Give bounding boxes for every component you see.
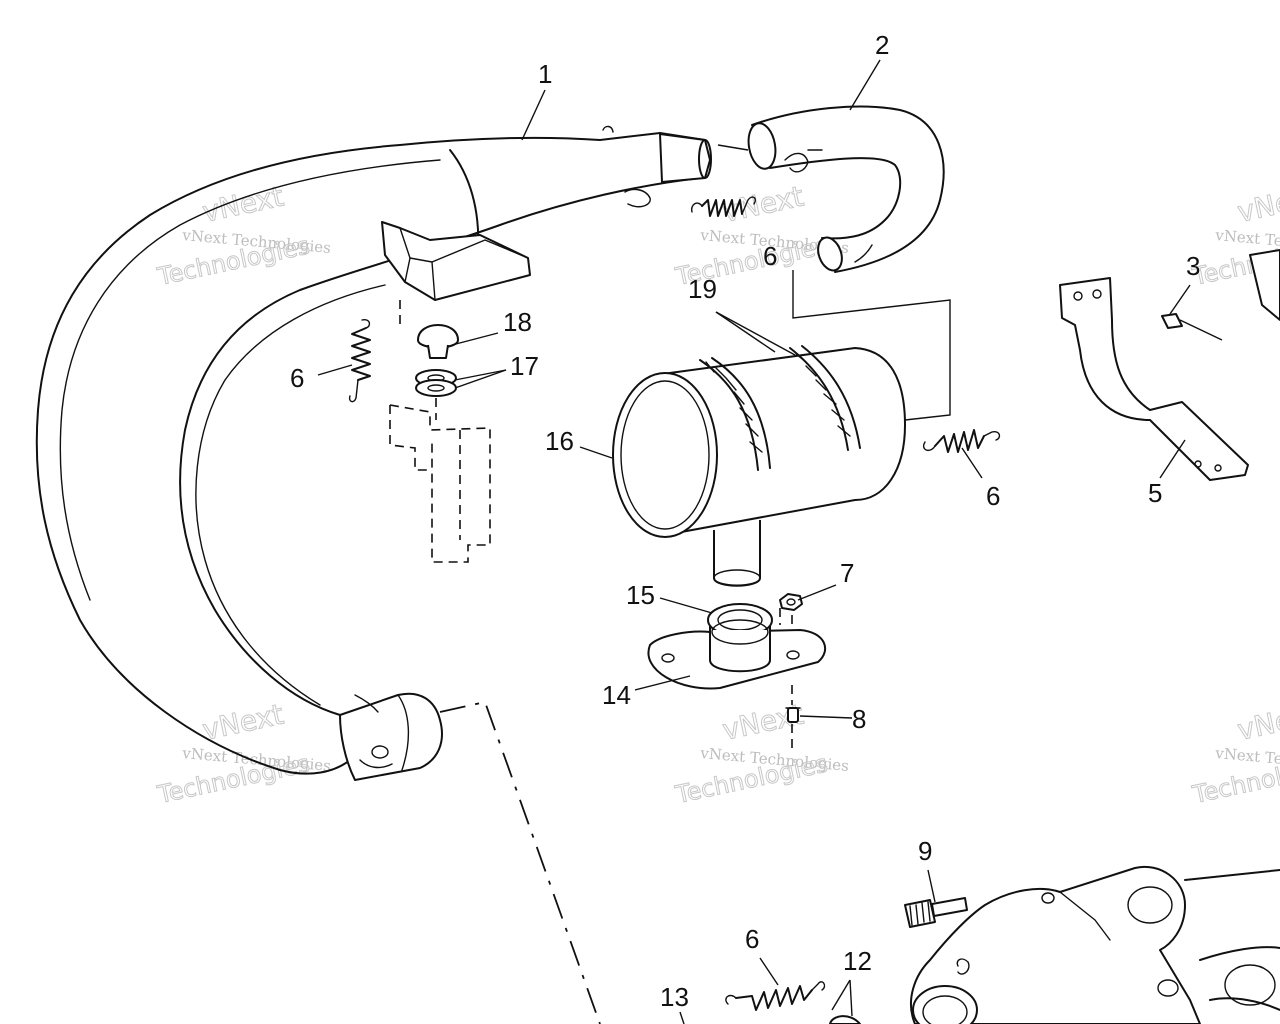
callout-3: 3 bbox=[1186, 251, 1200, 281]
callout-6-top: 6 bbox=[763, 241, 777, 271]
callout-8: 8 bbox=[852, 704, 866, 734]
bolt-part-8 bbox=[785, 707, 801, 723]
watermark-bottom-left: vNext vNext Technologies Technologies bbox=[154, 697, 332, 810]
callout-6-right: 6 bbox=[986, 481, 1000, 511]
callout-15: 15 bbox=[626, 580, 655, 610]
callout-18: 18 bbox=[503, 307, 532, 337]
spring-bottom bbox=[725, 981, 826, 1011]
callouts: 1 2 3 5 6 6 6 6 7 8 9 12 13 14 15 16 17 … bbox=[290, 30, 1200, 1012]
dashed-mount-stand bbox=[389, 300, 491, 563]
callout-19: 19 bbox=[688, 274, 717, 304]
callout-2: 2 bbox=[875, 30, 889, 60]
callout-9: 9 bbox=[918, 836, 932, 866]
partial-bracket-top-right bbox=[1249, 249, 1280, 321]
spring-right-of-muffler bbox=[923, 429, 1001, 453]
callout-17: 17 bbox=[510, 351, 539, 381]
watermark-top-left: vNext vNext Technologies Technologies bbox=[154, 179, 332, 292]
bolt-part-3 bbox=[1161, 313, 1223, 341]
rubber-cap-part-18 bbox=[417, 324, 459, 359]
spring-left bbox=[348, 318, 371, 403]
svg-text:vNext: vNext bbox=[200, 698, 287, 747]
bracket-part-5 bbox=[1059, 277, 1249, 481]
exhaust-manifold bbox=[910, 865, 1280, 1024]
callout-12: 12 bbox=[843, 946, 872, 976]
exhaust-pipe-part-1 bbox=[35, 125, 712, 781]
leader-lines bbox=[317, 59, 1191, 1024]
bolt-part-9 bbox=[904, 897, 968, 928]
svg-text:vNext: vNext bbox=[200, 180, 287, 229]
svg-text:vNext: vNext bbox=[1235, 180, 1280, 229]
spring-top-center bbox=[690, 196, 757, 217]
u-pipe-part-2 bbox=[747, 105, 945, 273]
nut-part-7 bbox=[779, 593, 803, 611]
callout-6-bottom: 6 bbox=[745, 924, 759, 954]
mount-plate-part-14 bbox=[647, 619, 827, 690]
bottom-partial-parts bbox=[829, 1015, 861, 1024]
watermark-bottom-right: vNext vNext Technologies Technologies bbox=[1189, 697, 1280, 810]
callout-13: 13 bbox=[660, 982, 689, 1012]
callout-1: 1 bbox=[538, 59, 552, 89]
svg-text:vNext: vNext bbox=[1235, 698, 1280, 747]
callout-7: 7 bbox=[840, 558, 854, 588]
callout-16: 16 bbox=[545, 426, 574, 456]
callout-6-left: 6 bbox=[290, 363, 304, 393]
callout-14: 14 bbox=[602, 680, 631, 710]
callout-5: 5 bbox=[1148, 478, 1162, 508]
muffler-part-16 bbox=[612, 345, 906, 587]
washers-part-17 bbox=[415, 369, 457, 397]
watermark-bottom-center: vNext vNext Technologies Technologies bbox=[672, 697, 850, 810]
